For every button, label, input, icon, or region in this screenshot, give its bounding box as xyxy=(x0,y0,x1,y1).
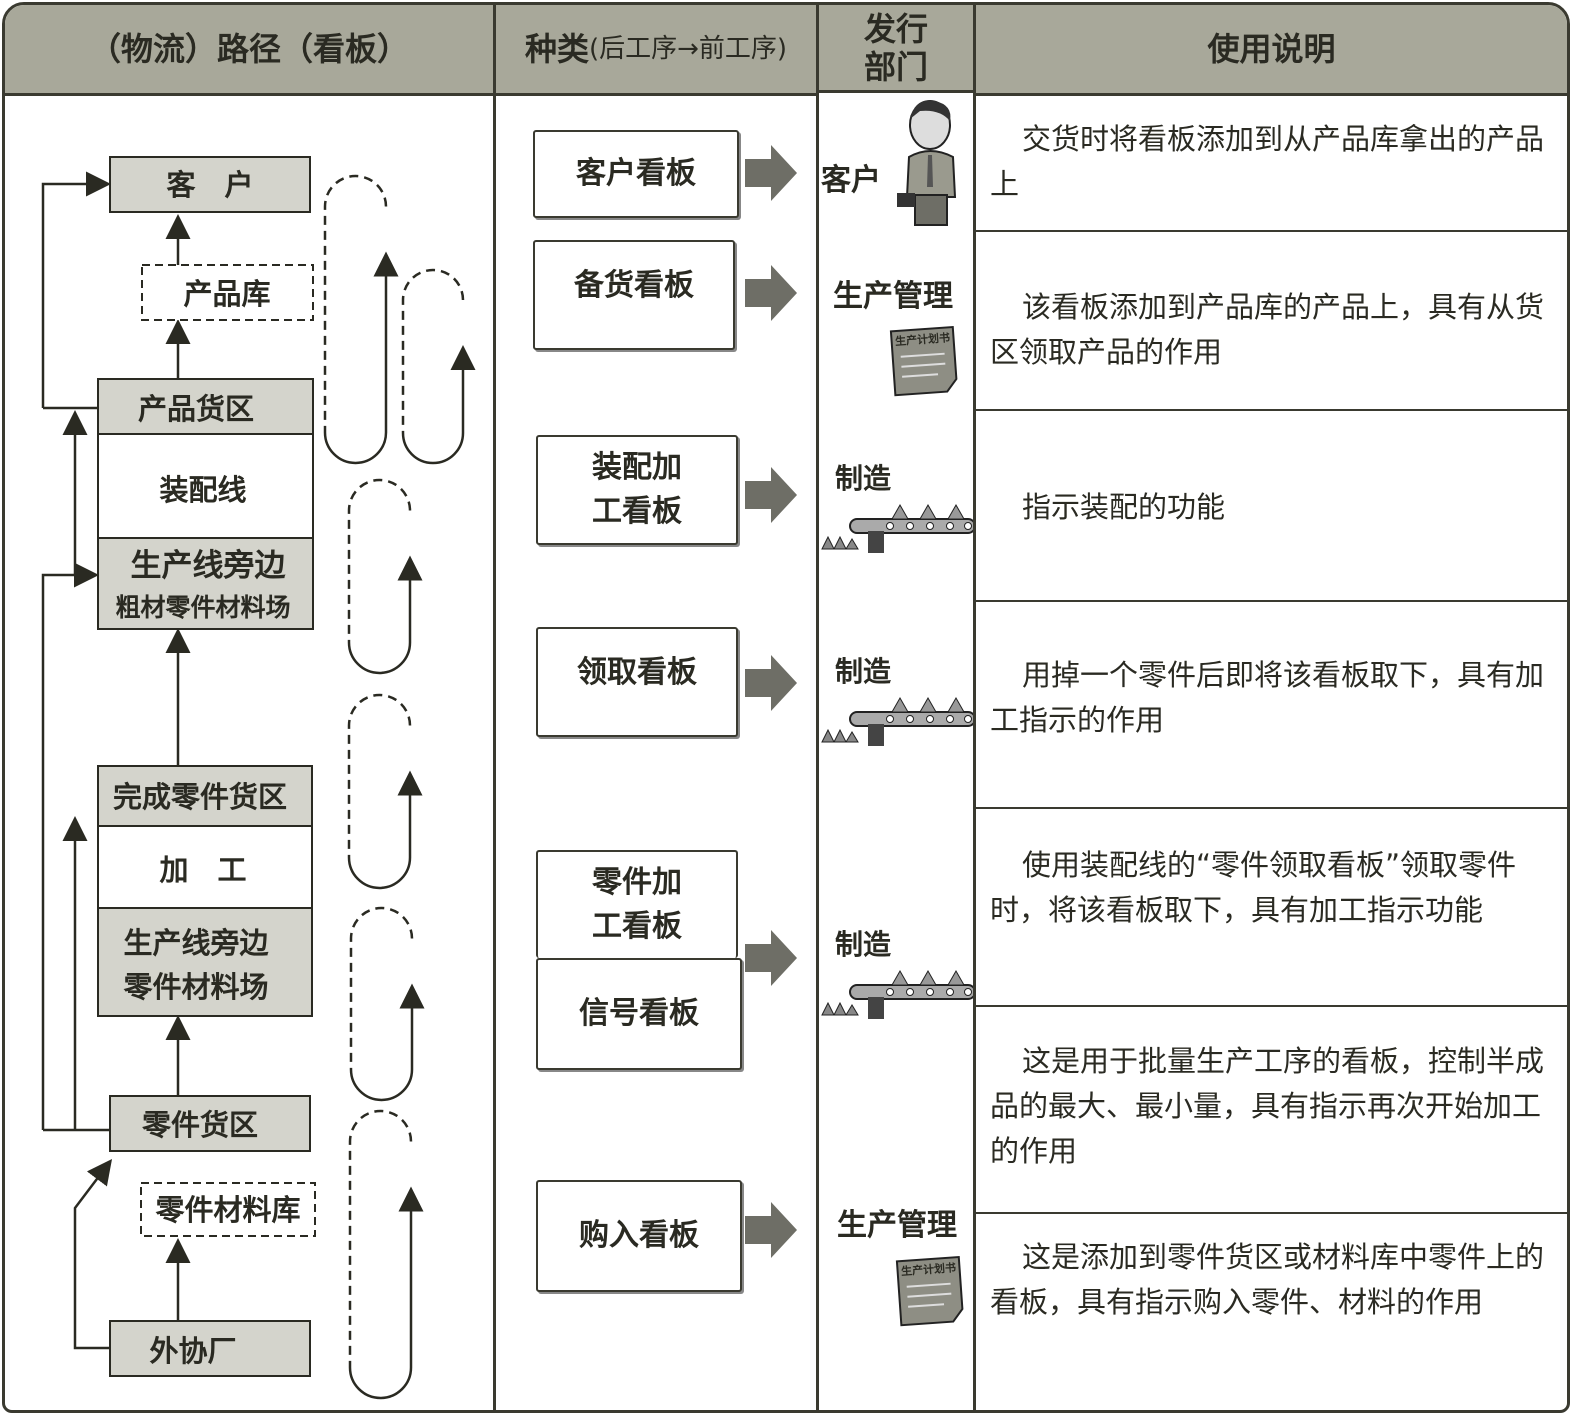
production-plan-document-icon: 生产计划书 xyxy=(889,325,958,397)
production-plan-document-icon: 生产计划书 xyxy=(895,1255,964,1327)
dept-manufacturing: 制造 xyxy=(835,928,892,961)
conveyor-icon xyxy=(821,969,973,1019)
label-processing: 加 工 xyxy=(159,853,246,887)
kanban-loop-dashed xyxy=(347,693,412,858)
kanban-loop-arrow xyxy=(401,345,476,465)
label-parts-store: 零件材料库 xyxy=(155,1193,300,1227)
row-divider xyxy=(973,409,1567,411)
dept-manufacturing: 制造 xyxy=(835,655,892,688)
row-divider xyxy=(973,807,1567,809)
kanban-signal: 信号看板 xyxy=(536,958,742,1070)
conveyor-icon xyxy=(821,696,973,746)
header-usage: 使用说明 xyxy=(976,5,1567,96)
box-supplier xyxy=(109,1320,311,1377)
description: 这是添加到零件货区或材料库中零件上的看板，具有指示购入零件、材料的作用 xyxy=(990,1240,1545,1319)
label-assembly: 装配线 xyxy=(159,473,246,507)
kanban-loop-arrow xyxy=(323,251,399,465)
arrow-right-icon xyxy=(745,145,797,201)
description: 该看板添加到产品库的产品上，具有从货区领取产品的作用 xyxy=(990,290,1545,369)
doc-label: 生产计划书 xyxy=(895,330,951,348)
arrow-right-icon xyxy=(745,1202,797,1258)
description: 指示装配的功能 xyxy=(1022,490,1226,524)
label-finished-parts: 完成零件货区 xyxy=(113,780,287,814)
dept-production-mgmt: 生产管理 xyxy=(837,1208,957,1243)
customer-person-icon xyxy=(897,100,957,226)
label-customer: 客 户 xyxy=(166,168,253,202)
kanban-loop-dashed xyxy=(348,1109,413,1368)
kanban-withdrawal: 领取看板 xyxy=(536,627,738,737)
label-product-store: 产品库 xyxy=(183,277,270,311)
label-line-side-2b: 零件材料场 xyxy=(123,970,268,1004)
label-product-area: 产品货区 xyxy=(138,392,254,426)
header-kind-sub: (后工序→前工序) xyxy=(588,34,788,64)
arrow-right-icon xyxy=(745,655,797,711)
conveyor-icon xyxy=(821,503,973,553)
label-supplier: 外协厂 xyxy=(149,1334,236,1368)
dept-manufacturing: 制造 xyxy=(835,462,892,495)
description: 这是用于批量生产工序的看板，控制半成品的最大、最小量，具有指示再次开始加工的作用 xyxy=(990,1044,1545,1168)
kanban-customer: 客户看板 xyxy=(533,130,739,218)
kanban-purchase: 购入看板 xyxy=(536,1180,742,1292)
row-divider xyxy=(973,1212,1567,1214)
divider xyxy=(493,5,496,1410)
label-line-side-1a: 生产线旁边 xyxy=(131,548,287,584)
arrow-right-icon xyxy=(745,930,797,986)
arrow-right-icon xyxy=(745,467,797,523)
header-kind-main: 种类 xyxy=(524,30,589,68)
box-parts-area xyxy=(109,1095,311,1152)
label-line-side-1b: 粗材零件材料场 xyxy=(115,593,290,622)
divider xyxy=(816,5,819,1410)
kanban-loop-dashed xyxy=(349,906,414,1070)
kanban-loop-dashed xyxy=(323,174,388,433)
kanban-loop-dashed xyxy=(401,268,465,433)
description: 交货时将看板添加到从产品库拿出的产品上 xyxy=(990,122,1545,201)
row-divider xyxy=(973,230,1567,232)
box-customer xyxy=(109,156,311,213)
dept-production-mgmt: 生产管理 xyxy=(833,279,953,314)
route-diagram: 客 户 产品库 产品货区 装配线 生产线旁边 粗材零件材料场 完成零件货区 加 … xyxy=(41,156,476,1400)
description: 使用装配线的“零件领取看板”领取零件时，将该看板取下，具有加工指示功能 xyxy=(990,848,1517,927)
row-divider xyxy=(973,600,1567,602)
row-divider xyxy=(973,1005,1567,1007)
header-route: （物流）路径（看板） xyxy=(5,5,493,96)
header-dept: 发行部门 xyxy=(819,5,973,93)
kanban-stock: 备货看板 xyxy=(533,240,735,350)
kanban-loop-dashed xyxy=(347,478,412,643)
kanban-parts-processing: 零件加工看板 xyxy=(536,850,738,958)
description: 用掉一个零件后即将该看板取下，具有加工指示的作用 xyxy=(990,658,1545,737)
kanban-loop-arrow xyxy=(349,983,425,1102)
kanban-loop-arrow xyxy=(348,1186,424,1400)
label-parts-area: 零件货区 xyxy=(142,1108,258,1142)
doc-label: 生产计划书 xyxy=(901,1260,957,1278)
kanban-assembly: 装配加工看板 xyxy=(536,435,738,545)
box-parts-store xyxy=(140,1182,316,1237)
box-product-store xyxy=(141,264,314,321)
dept-customer: 客户 xyxy=(821,163,881,198)
arrow-right-icon xyxy=(745,265,797,321)
divider xyxy=(973,5,976,1410)
kanban-loop-arrow xyxy=(347,555,423,675)
kanban-loop-arrow xyxy=(347,770,423,890)
label-line-side-2a: 生产线旁边 xyxy=(123,926,269,960)
header-kind: 种类(后工序→前工序) xyxy=(496,5,816,96)
